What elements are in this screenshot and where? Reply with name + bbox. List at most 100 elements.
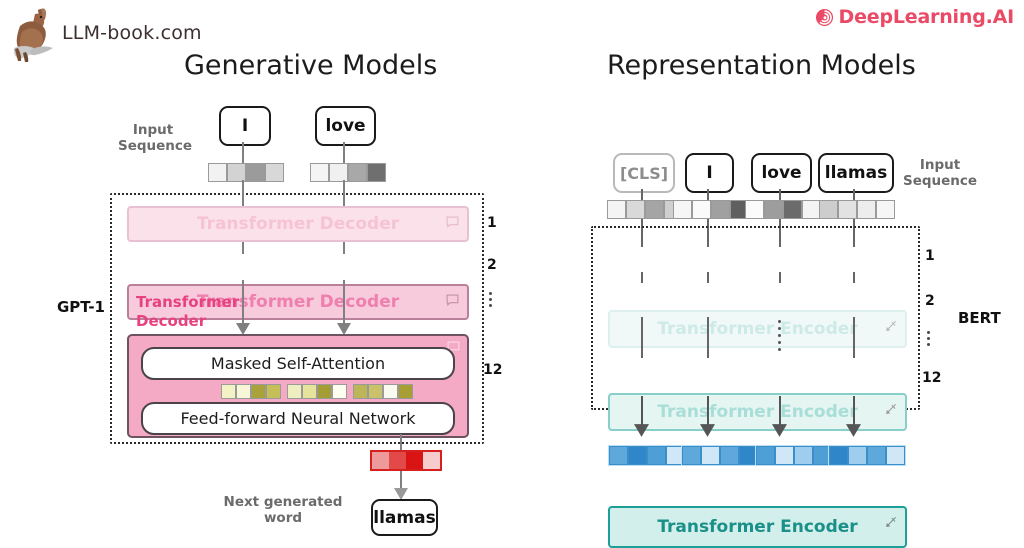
gpt-output-label: Next generated word [213, 494, 353, 527]
gpt-layer-1[interactable]: Transformer Decoder [127, 206, 469, 242]
bert-token-box-3: llamas [818, 153, 894, 193]
left-flow-line-0c [242, 280, 244, 324]
bert-layer-12-label: Transformer Encoder [657, 517, 858, 537]
gpt-layer-2[interactable]: Transformer Decoder [127, 284, 469, 320]
bert-layer-12-number: 12 [922, 370, 942, 386]
gpt-layer-2-number: 2 [487, 257, 497, 273]
bert-layer-2[interactable]: Transformer Encoder [608, 393, 907, 431]
bert-flow-0-a [641, 272, 643, 283]
scatter-arrow-icon [884, 514, 897, 534]
gpt-output-label-line2: word [263, 510, 303, 527]
bert-flow-2-a [779, 272, 781, 283]
left-input-label-line1: Input [132, 122, 174, 138]
left-input-embedding-0 [208, 163, 284, 182]
bert-token-box-2: love [751, 153, 812, 193]
bert-layer-12[interactable]: Transformer Encoder [608, 506, 907, 548]
bert-layer-1-number: 1 [925, 248, 935, 264]
bert-output-line-1 [707, 396, 709, 428]
bert-token-box-0: [CLS] [613, 153, 675, 193]
deeplearning-spiral-icon [815, 8, 834, 27]
scatter-arrow-icon [884, 318, 897, 338]
gpt-model-boundary [110, 193, 484, 444]
scatter-arrow-icon [884, 401, 897, 421]
gpt-layer-2-label: Transformer Decoder [196, 292, 400, 312]
left-flow-line-1b [343, 238, 345, 254]
right-input-label-line2: Sequence [903, 173, 978, 190]
bert-output-line-3 [853, 396, 855, 428]
left-token-box-0: I [219, 106, 271, 146]
bert-flow-0-b [641, 317, 643, 358]
gpt-output-line-a [400, 434, 402, 452]
right-input-sequence-label: Input Sequence [903, 157, 977, 190]
gpt-output-token: llamas [371, 499, 438, 536]
comment-icon [446, 214, 459, 234]
gpt-output-line-b [400, 471, 402, 489]
gpt-hidden-embedding-0 [221, 384, 281, 399]
brand-name: LLM-book.com [62, 22, 202, 44]
gpt-layer-ellipsis [489, 292, 492, 307]
bert-flow-2-ellipsis [778, 320, 781, 351]
bert-output-embedding-0 [608, 445, 686, 466]
gpt-layer-12-number: 12 [483, 362, 503, 378]
gpt-stack-label-line2: Decoder [136, 311, 207, 330]
right-input-label-line1: Input [919, 157, 961, 173]
left-flow-line-1a [343, 180, 345, 210]
left-arrow-head-1 [337, 322, 351, 340]
bert-output-line-0 [641, 396, 643, 428]
bert-flow-3-a [853, 272, 855, 283]
bert-model-name: BERT [958, 309, 1001, 327]
right-panel-title: Representation Models [607, 50, 916, 81]
comment-icon [446, 292, 459, 312]
bert-output-embedding-1 [681, 445, 759, 466]
gpt-layer-12[interactable]: Masked Self-Attention Feed-forward Neura… [127, 334, 469, 438]
gpt-stack-label-line1: Transformer [136, 293, 240, 311]
gpt-model-name: GPT-1 [57, 298, 105, 316]
masked-self-attention-block[interactable]: Masked Self-Attention [141, 347, 455, 380]
bert-token-box-1: I [685, 153, 734, 193]
gpt-hidden-embedding-1 [287, 384, 347, 399]
partner-logo: DeepLearning.AI [815, 6, 1015, 28]
gpt-output-embedding [370, 450, 442, 471]
left-input-label-line2: Sequence [118, 138, 193, 155]
left-input-sequence-label: Input Sequence [118, 122, 193, 155]
left-flow-line-0b [242, 238, 244, 254]
bert-flow-1-a [707, 272, 709, 283]
diagram-canvas: LLM-book.com DeepLearning.AI Generative … [8, 4, 1015, 548]
bert-output-arrow-0 [634, 424, 649, 442]
kangaroo-icon [8, 4, 56, 62]
bert-input-embedding-3 [819, 200, 895, 219]
gpt-output-arrow-head [394, 487, 408, 505]
feed-forward-block[interactable]: Feed-forward Neural Network [141, 402, 455, 435]
left-token-connector-1 [343, 142, 345, 168]
left-flow-line-1c [343, 280, 345, 324]
partner-name: DeepLearning.AI [838, 6, 1015, 28]
gpt-layer-1-number: 1 [487, 215, 497, 231]
bert-layer-1[interactable]: Transformer Encoder [608, 310, 907, 348]
bert-layer-ellipsis [927, 331, 930, 346]
left-input-embedding-1 [310, 163, 386, 182]
gpt-output-label-line1: Next generated [223, 494, 343, 510]
left-token-box-1: love [315, 106, 376, 146]
left-arrow-head-0 [236, 322, 250, 340]
left-flow-line-0a [242, 180, 244, 210]
bert-output-arrow-3 [846, 424, 861, 442]
left-token-connector-0 [242, 142, 244, 168]
bert-output-embedding-2 [755, 445, 833, 466]
bert-output-arrow-2 [772, 424, 787, 442]
brand-header: LLM-book.com [8, 4, 202, 62]
bert-flow-1-b [707, 317, 709, 358]
bert-output-embedding-3 [828, 445, 906, 466]
gpt-stack-label: Transformer Decoder [136, 293, 239, 331]
bert-layer-2-number: 2 [925, 293, 935, 309]
bert-layer-1-label: Transformer Encoder [657, 319, 858, 339]
left-panel-title: Generative Models [184, 50, 438, 81]
bert-input-embedding-0 [607, 200, 683, 219]
bert-layer-2-label: Transformer Encoder [657, 402, 858, 422]
bert-input-embedding-1 [673, 200, 749, 219]
bert-input-embedding-2 [745, 200, 821, 219]
bert-flow-3-b [853, 317, 855, 358]
gpt-layer-1-label: Transformer Decoder [196, 214, 400, 234]
gpt-hidden-embedding-2 [353, 384, 413, 399]
bert-output-line-2 [779, 396, 781, 428]
bert-output-arrow-1 [700, 424, 715, 442]
